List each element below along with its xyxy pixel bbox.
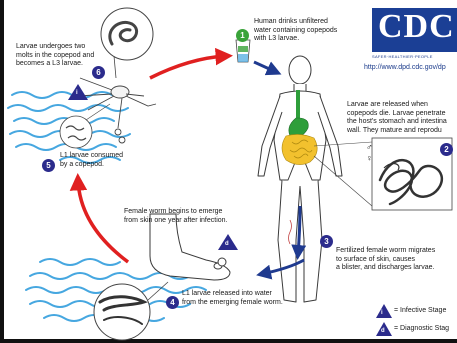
infective-stage-marker bbox=[68, 84, 88, 100]
infective-marker-letter: i bbox=[76, 89, 78, 98]
bottom-frame-edge bbox=[0, 339, 457, 343]
step-2-number: 2 bbox=[440, 143, 453, 156]
arrow-step6-to-step1 bbox=[150, 56, 226, 78]
legend-diagnostic-letter: d bbox=[381, 327, 385, 336]
legend-infective-label: = Infective Stage bbox=[394, 307, 446, 316]
water-glass-icon bbox=[236, 40, 250, 62]
cdc-url-link[interactable]: http://www.dpd.cdc.gov/dp bbox=[364, 64, 446, 71]
arrow-step1-to-body bbox=[254, 62, 276, 72]
legend-infective-letter: i bbox=[381, 309, 383, 318]
cdc-logo-text: CDC bbox=[378, 8, 455, 46]
step-3-number: 3 bbox=[320, 235, 333, 248]
left-frame-edge bbox=[0, 0, 4, 343]
larva-magnifier-top bbox=[101, 8, 153, 78]
male-symbol: ♂ bbox=[366, 143, 373, 152]
l1-larvae-magnifier-bottom bbox=[94, 282, 168, 340]
diagnostic-marker-letter: d bbox=[225, 240, 229, 249]
arrow-step4-to-step5 bbox=[78, 180, 128, 262]
step-1-number: 1 bbox=[236, 29, 249, 42]
legend-infective-triangle bbox=[376, 304, 392, 318]
cdc-tagline: SAFER·HEALTHIER·PEOPLE bbox=[372, 54, 433, 59]
female-symbol: ♀ bbox=[366, 154, 373, 163]
step-4-number: 4 bbox=[166, 296, 179, 309]
legend-diagnostic-label: = Diagnostic Stag bbox=[394, 325, 449, 334]
step-5-number: 5 bbox=[42, 159, 55, 172]
